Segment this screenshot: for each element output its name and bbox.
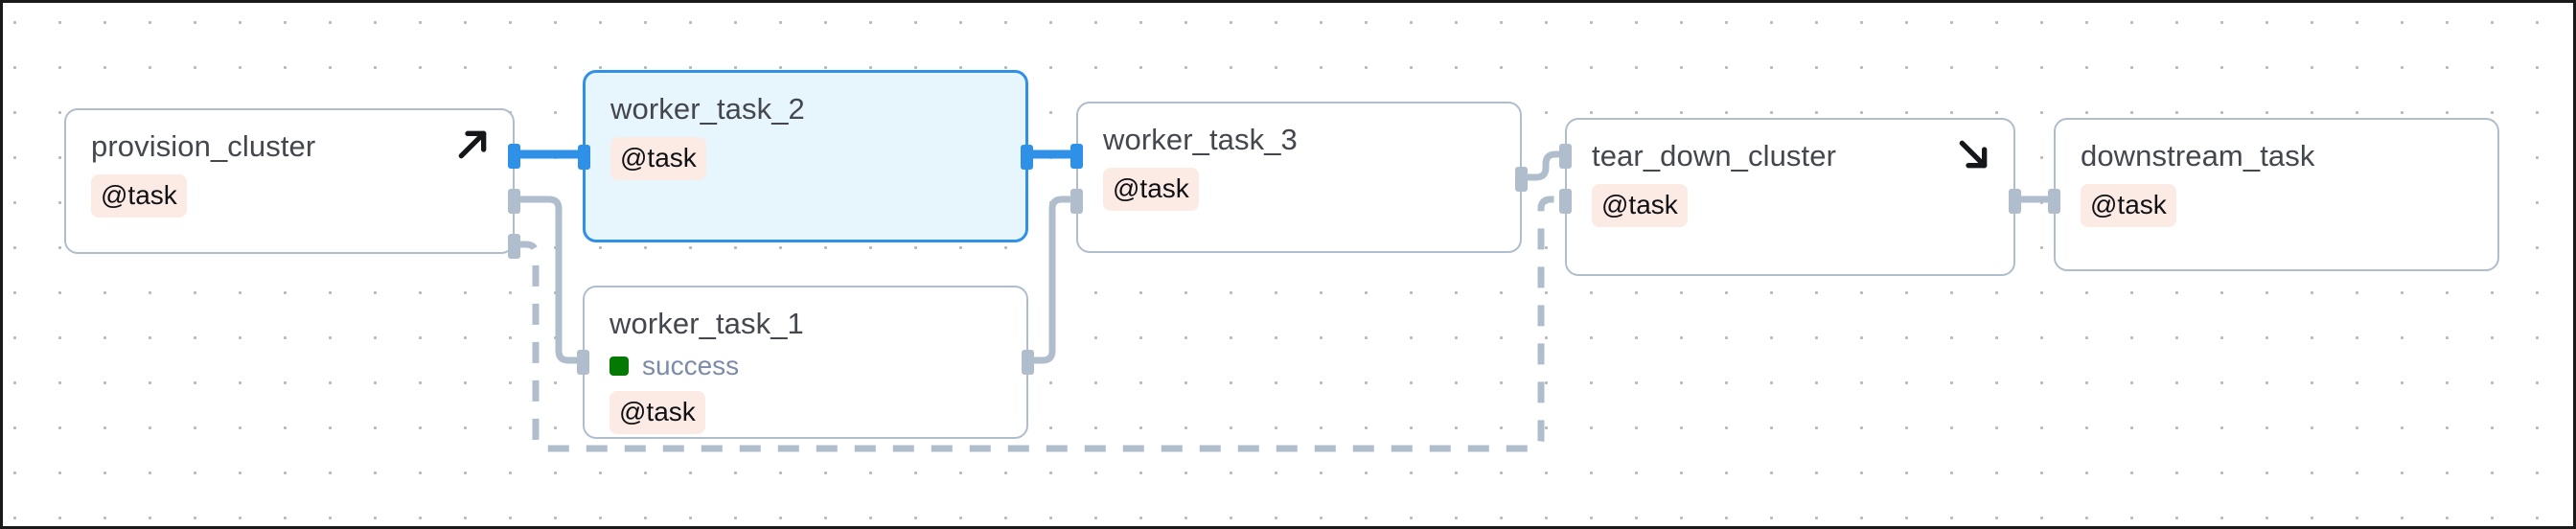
node-tag-row: @task — [610, 390, 1001, 434]
task-decorator-tag: @task — [2081, 183, 2176, 227]
node-tag-row: @task — [91, 173, 488, 218]
task-decorator-tag: @task — [1592, 183, 1688, 227]
edge-provision_cluster-worker_task_1 — [515, 196, 583, 364]
status-badge: success — [610, 350, 1001, 380]
node-title: provision_cluster — [91, 129, 316, 163]
handle-in-1[interactable] — [2048, 189, 2060, 214]
node-worker_task_2[interactable]: worker_task_2 @task — [578, 70, 1033, 242]
status-label: success — [642, 350, 740, 380]
handle-in-1[interactable] — [577, 350, 589, 375]
node-title: worker_task_3 — [1103, 123, 1298, 156]
handle-out-1[interactable] — [2009, 189, 2021, 214]
handle-in-1[interactable] — [1559, 144, 1572, 169]
node-tear_down_cluster[interactable]: tear_down_cluster @task — [1559, 118, 2021, 276]
handle-in-1[interactable] — [578, 145, 590, 170]
edge-worker_task_1-worker_task_3 — [1028, 196, 1076, 364]
handle-out-1[interactable] — [1022, 350, 1034, 375]
node-title: downstream_task — [2081, 139, 2315, 172]
node-tag-row: @task — [1103, 167, 1495, 211]
node-tag-row: @task — [610, 136, 1000, 180]
node-title: tear_down_cluster — [1592, 139, 1837, 172]
node-title: worker_task_1 — [610, 307, 804, 340]
task-decorator-tag: @task — [610, 136, 706, 180]
handle-out-1[interactable] — [508, 144, 520, 169]
handle-out-1[interactable] — [1021, 145, 1033, 170]
arrow-up-right-icon[interactable] — [453, 126, 492, 164]
task-decorator-tag: @task — [1103, 167, 1199, 211]
handle-out-3[interactable] — [508, 234, 520, 259]
handle-in-1[interactable] — [1070, 144, 1083, 169]
arrow-down-right-icon[interactable] — [1954, 135, 1992, 173]
task-decorator-tag: @task — [610, 390, 705, 434]
handle-in-2[interactable] — [1070, 189, 1083, 214]
handle-out-2[interactable] — [508, 189, 520, 214]
handle-out-1[interactable] — [1515, 167, 1528, 192]
node-tag-row: @task — [1592, 183, 1989, 227]
node-worker_task_3[interactable]: worker_task_3 @task — [1070, 102, 1528, 253]
handle-in-2[interactable] — [1559, 189, 1572, 214]
node-title: worker_task_2 — [610, 92, 805, 126]
task-decorator-tag: @task — [91, 173, 187, 218]
node-downstream_task[interactable]: downstream_task @task — [2048, 118, 2499, 271]
node-provision_cluster[interactable]: provision_cluster @task — [64, 108, 520, 259]
node-tag-row: @task — [2081, 183, 2472, 227]
node-worker_task_1[interactable]: worker_task_1 success @task — [577, 286, 1034, 439]
success-status-icon — [610, 356, 629, 376]
